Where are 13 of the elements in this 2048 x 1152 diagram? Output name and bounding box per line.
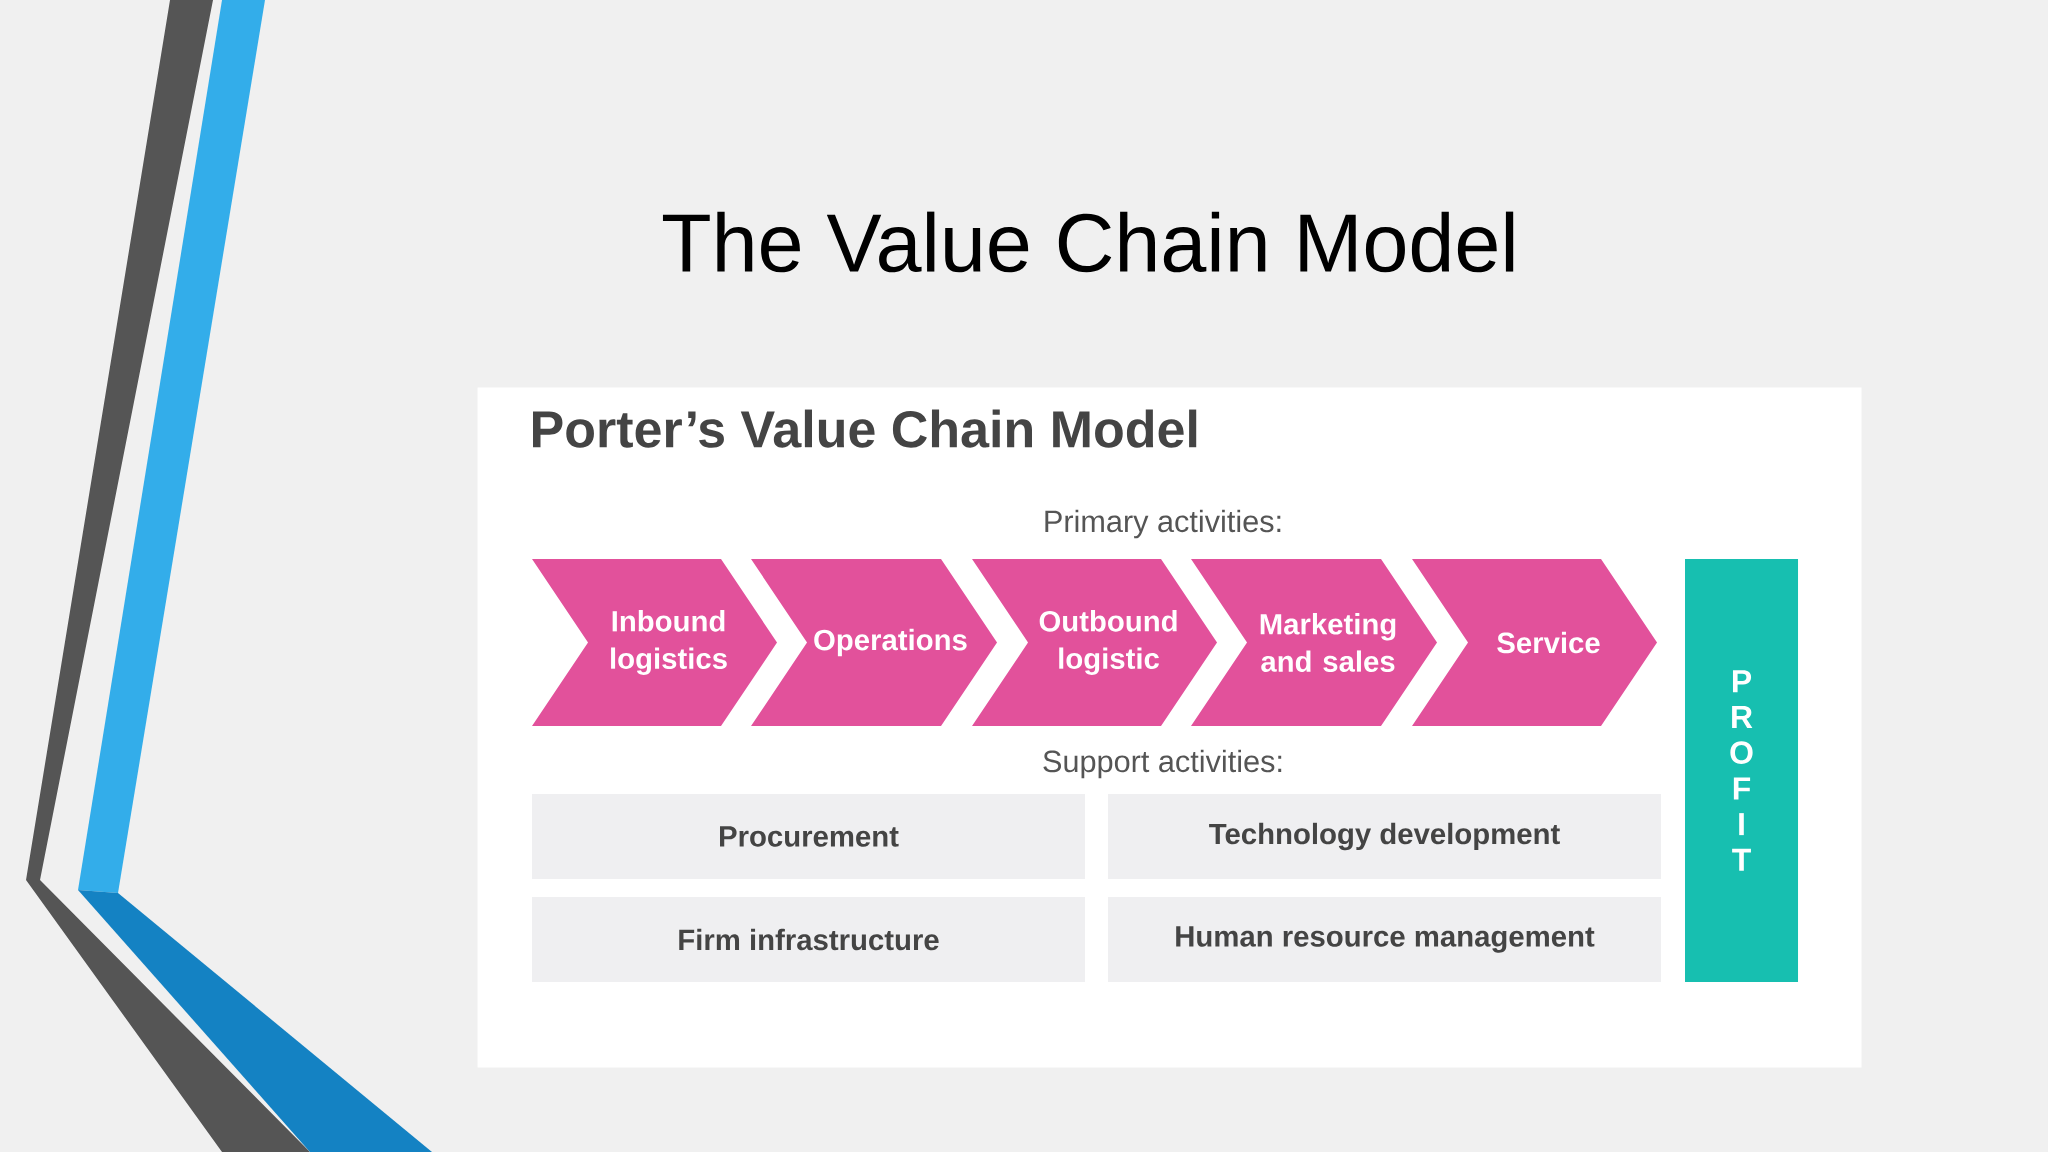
process-step: Operations	[751, 559, 997, 726]
section-label: Primary activities:	[1045, 509, 1281, 539]
profit-bar: P R O F I T	[1685, 559, 1798, 982]
activity-box: Firm infrastructure	[532, 897, 1085, 982]
slide-title: The Value Chain Model	[662, 211, 1514, 273]
section-label: Support activities:	[1043, 749, 1282, 779]
process-step: Inbound logistics	[532, 559, 777, 726]
process-step: Service	[1412, 559, 1657, 726]
process-step: Marketing and sales	[1191, 559, 1437, 726]
process-step: Outbound logistic	[972, 559, 1217, 726]
activity-box: Technology development	[1108, 794, 1661, 879]
activity-box: Human resource management	[1108, 897, 1661, 982]
activity-box: Procurement	[532, 794, 1085, 879]
